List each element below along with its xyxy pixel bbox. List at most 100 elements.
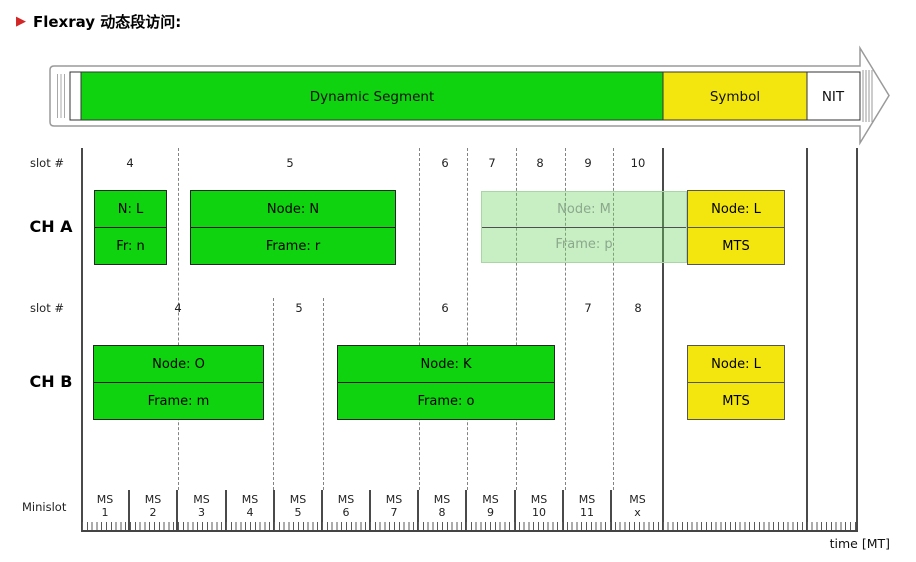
frame-node-line: Node: O: [94, 346, 263, 383]
cha-slot-number: 10: [630, 156, 646, 170]
ms-text: MS: [482, 493, 499, 506]
ms-number: 3: [198, 506, 205, 519]
ms-text: MS: [530, 493, 548, 506]
slot-header-cha: slot #: [30, 156, 65, 170]
frame-node-line: Node: K: [338, 346, 554, 383]
chb-slot-number: 7: [584, 301, 592, 315]
ms-number: 5: [294, 506, 302, 519]
cha-slot-number: 6: [441, 156, 449, 170]
ms-text: MS: [578, 493, 596, 506]
cha-slot-number: 9: [584, 156, 592, 170]
left-continuation-lines: [57, 74, 65, 118]
symbol-label: Symbol: [710, 89, 760, 105]
ms-text: MS: [289, 493, 307, 506]
frame-node-line: Node: M: [482, 192, 686, 228]
ms-text: MS: [193, 493, 210, 506]
slot-header-chb: slot #: [30, 301, 65, 315]
timeline-left-boundary-line: [81, 148, 83, 532]
chb-slot-number: 4: [174, 301, 182, 315]
ms-number: 11: [580, 506, 594, 519]
chb-slot-number: 8: [634, 301, 642, 315]
symbol-block: [662, 71, 808, 121]
frame-frame-line: Frame: m: [147, 393, 210, 409]
cha-slot-number: 4: [126, 156, 134, 170]
slot-boundary-dashed-line: [178, 148, 179, 490]
minislot-label: Minislot: [22, 500, 67, 514]
frame-frame-line: Frame: p: [555, 237, 613, 253]
ms-text: MS: [337, 493, 355, 506]
dynamic-segment-label: Dynamic Segment: [310, 89, 435, 105]
ms-text: MS: [385, 493, 403, 506]
title-text: Flexray 动态段访问:: [33, 13, 182, 31]
cha-slot-number: 7: [488, 156, 496, 170]
frame-node-line: Node: L: [688, 191, 784, 228]
slot-boundary-dashed-line: [516, 148, 517, 490]
cha-slot-number: 8: [536, 156, 544, 170]
time-ruler-ticks: [82, 522, 858, 530]
ms-number: 6: [342, 506, 350, 519]
ms-number: 10: [532, 506, 546, 519]
nit-end-line: [856, 148, 858, 532]
frame-mts-line: MTS: [722, 393, 750, 409]
cycle-arrow-banner: Dynamic Segment Symbol NIT: [49, 45, 890, 146]
ms-number: 9: [487, 506, 494, 519]
chb-frame-node-k: Node: K Frame: o: [337, 345, 555, 420]
dynamic-segment-end-line: [662, 148, 664, 532]
ms-number: 2: [149, 506, 157, 519]
slot-boundary-dashed-line: [419, 148, 420, 490]
nit-label: NIT: [822, 89, 845, 105]
slot-boundary-dashed-line: [613, 148, 614, 490]
ms-text: MS: [144, 493, 162, 506]
nit-block: [806, 71, 861, 121]
channel-a-label: CH A: [29, 217, 73, 236]
ms-number: 1: [101, 506, 109, 519]
frame-frame-line: Frame: r: [265, 238, 321, 254]
symbol-window-end-line: [806, 148, 808, 532]
frame-frame-line: Fr: n: [116, 238, 145, 254]
red-triangle-bullet-icon: ▶: [16, 14, 26, 29]
cha-frame-node-m-ghost: Node: M Frame: p: [481, 191, 687, 263]
ms-number: 7: [390, 506, 398, 519]
ms-number: x: [634, 506, 641, 519]
ms-number: 8: [438, 506, 446, 519]
bottom-band: [0, 535, 916, 562]
cha-slot-number: 5: [286, 156, 294, 170]
ms-number: 4: [246, 506, 254, 519]
slot-boundary-dashed-line: [323, 298, 324, 490]
frame-frame-line: Frame: o: [417, 393, 475, 409]
chb-slot-number: 5: [295, 301, 303, 315]
right-continuation-lines: [862, 70, 873, 122]
chb-frame-node-o: Node: O Frame: m: [93, 345, 264, 420]
frame-mts-line: MTS: [722, 238, 750, 254]
time-ruler-baseline: [82, 530, 858, 532]
ms-text: MS: [241, 493, 259, 506]
cha-frame-mts: Node: L MTS: [687, 190, 785, 265]
frame-node-line: N: L: [95, 191, 166, 228]
cha-frame-nl: N: L Fr: n: [94, 190, 167, 265]
chb-slot-number: 6: [441, 301, 449, 315]
cha-frame-node-n: Node: N Frame: r: [190, 190, 396, 265]
slot-boundary-dashed-line: [467, 148, 468, 490]
time-axis-label: time [MT]: [829, 536, 890, 551]
page-title: ▶ Flexray 动态段访问:: [16, 11, 181, 32]
frame-node-line: Node: N: [191, 191, 395, 228]
chb-frame-mts: Node: L MTS: [687, 345, 785, 420]
slot-boundary-dashed-line: [273, 298, 274, 490]
ms-text: MS: [629, 493, 646, 506]
frame-node-line: Node: L: [688, 346, 784, 383]
slot-boundary-dashed-line: [565, 148, 566, 490]
ms-text: MS: [433, 493, 451, 506]
ms-text: MS: [96, 493, 114, 506]
